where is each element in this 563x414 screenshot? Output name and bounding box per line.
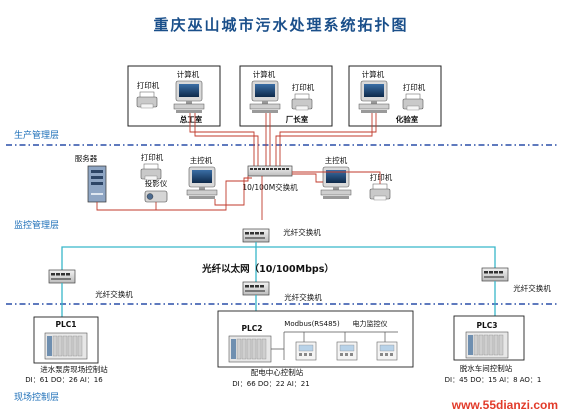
station-center-io: DI：66 DO：22 AI：21 (232, 380, 309, 388)
monitor-printer-right-label: 打印机 (370, 172, 393, 182)
station-center-meters: 电力监控仪 (353, 319, 388, 328)
office-lab: 计算机 打印机 化验室 (348, 65, 442, 127)
station-right-plc: PLC3 (477, 321, 498, 330)
host-right-label: 主控机 (325, 155, 348, 165)
fiber-ethernet-backbone (61, 242, 496, 282)
fiber-switch-top-icon (242, 228, 270, 243)
printer-icon (140, 163, 162, 181)
power-meter-icon (336, 341, 358, 361)
station-center-plc: PLC2 (242, 324, 263, 333)
monitor-printer-left-label: 打印机 (141, 152, 164, 162)
office-chief: 计算机 打印机 总工室 (127, 65, 221, 127)
computer-icon (173, 80, 205, 114)
layer-label-field: 现场控制层 (14, 391, 59, 403)
office-lab-printer-label: 打印机 (403, 82, 426, 92)
station-right: PLC3 (453, 315, 525, 361)
server-icon (87, 165, 107, 203)
plc-icon (228, 335, 272, 363)
host-left-label: 主控机 (190, 155, 213, 165)
computer-icon (186, 166, 218, 200)
printer-icon (136, 91, 158, 109)
office-chief-printer-label: 打印机 (137, 80, 160, 90)
layer-label-production: 生产管理层 (14, 129, 59, 141)
projector-icon (144, 190, 168, 203)
office-director-name: 厂长室 (286, 114, 309, 124)
station-right-io: DI：45 DO：15 AI：8 AO：1 (445, 376, 542, 384)
printer-icon (369, 183, 391, 201)
projector-label: 投影仪 (145, 178, 168, 188)
office-director-printer-label: 打印机 (292, 82, 315, 92)
fiber-switch-left-icon (48, 269, 76, 284)
office-lab-name: 化验室 (396, 114, 419, 124)
layer-label-monitoring: 监控管理层 (14, 219, 59, 231)
power-meter-icon (295, 341, 317, 361)
fiber-ethernet-label: 光纤以太网（10/100Mbps） (201, 263, 334, 275)
station-left-name: 进水泵房现场控制站 (40, 364, 108, 374)
fiber-switch-right-label: 光纤交换机 (513, 283, 551, 293)
ethernet-switch (247, 165, 293, 177)
plc-icon (44, 332, 88, 360)
office-lab-computer-label: 计算机 (362, 69, 385, 79)
fiber-switch-left-label: 光纤交换机 (95, 289, 133, 299)
fiber-switch-top-label: 光纤交换机 (283, 227, 321, 237)
office-chief-name: 总工室 (180, 114, 203, 124)
station-left: PLC1 (33, 316, 99, 364)
fiber-switch-right-icon (481, 267, 509, 282)
station-right-name: 脱水车间控制站 (460, 363, 513, 373)
station-left-io: DI：61 DO：26 AI：16 (25, 376, 103, 384)
office-director: 计算机 打印机 厂长室 (239, 65, 333, 127)
fiber-switch-center-label: 光纤交换机 (284, 292, 322, 302)
power-meter-icon (376, 341, 398, 361)
office-cables (189, 113, 377, 166)
station-left-plc: PLC1 (56, 320, 77, 329)
monitoring-cables (96, 171, 381, 211)
station-center-modbus: Modbus(RS485) (284, 320, 340, 328)
printer-icon (291, 93, 313, 111)
printer-icon (402, 93, 424, 111)
fiber-switch-center-icon (242, 281, 270, 296)
computer-icon (249, 80, 281, 114)
station-center: PLC2 Modbus(RS485) 电力监控仪 (217, 310, 414, 368)
plc-icon (465, 331, 509, 359)
watermark: www.55dianzi.com (451, 398, 558, 412)
office-chief-computer-label: 计算机 (177, 69, 200, 79)
page-title: 重庆巫山城市污水处理系统拓扑图 (153, 16, 408, 34)
server-label: 服务器 (75, 153, 98, 163)
office-director-computer-label: 计算机 (253, 69, 276, 79)
station-center-name: 配电中心控制站 (251, 367, 304, 377)
computer-icon (358, 80, 390, 114)
ethernet-switch-label: 10/100M交换机 (242, 182, 298, 192)
